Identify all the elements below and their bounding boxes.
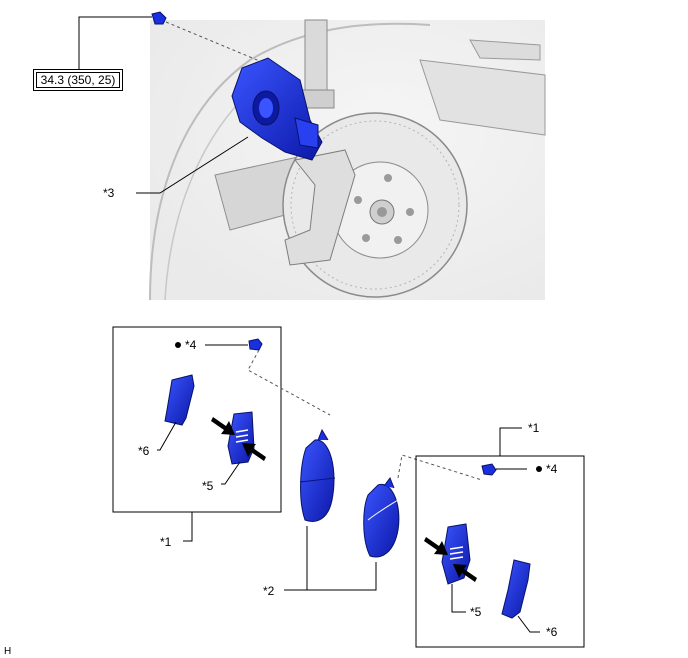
callout-1-bottom: *1 <box>160 535 172 549</box>
callout-6-left: *6 <box>138 444 150 458</box>
left-shim <box>164 374 195 426</box>
left-arrow-upper <box>211 417 235 435</box>
right-arrow-upper <box>424 537 448 555</box>
right-arrow-lower <box>453 564 477 582</box>
caliper-part <box>231 57 323 161</box>
callout-5-right: *5 <box>470 605 482 619</box>
right-shim <box>501 559 531 619</box>
callout-5-left: *5 <box>202 479 214 493</box>
top-bolt <box>151 11 167 25</box>
brake-pad-right <box>363 476 400 558</box>
torque-spec-value: 34.3 (350, 25) <box>36 72 120 88</box>
callout-1-top: *1 <box>528 421 540 435</box>
right-small-clip <box>481 463 497 476</box>
left-dot-marker <box>175 342 181 348</box>
callout-3: *3 <box>103 186 115 200</box>
torque-spec-box: 34.3 (350, 25) <box>33 69 123 91</box>
right-dot-marker <box>536 466 542 472</box>
left-wear-plate <box>227 411 255 465</box>
left-arrow-lower <box>242 443 266 461</box>
callout-6-right: *6 <box>546 625 558 639</box>
callout-4-right: *4 <box>546 462 558 476</box>
brake-pad-left <box>299 428 336 522</box>
left-small-clip <box>248 338 263 351</box>
callout-4-left: *4 <box>185 338 197 352</box>
wheel-assembly-illustration <box>149 19 546 301</box>
left-kit-box <box>112 326 282 513</box>
corner-mark: H <box>4 646 11 657</box>
callout-2: *2 <box>263 584 275 598</box>
